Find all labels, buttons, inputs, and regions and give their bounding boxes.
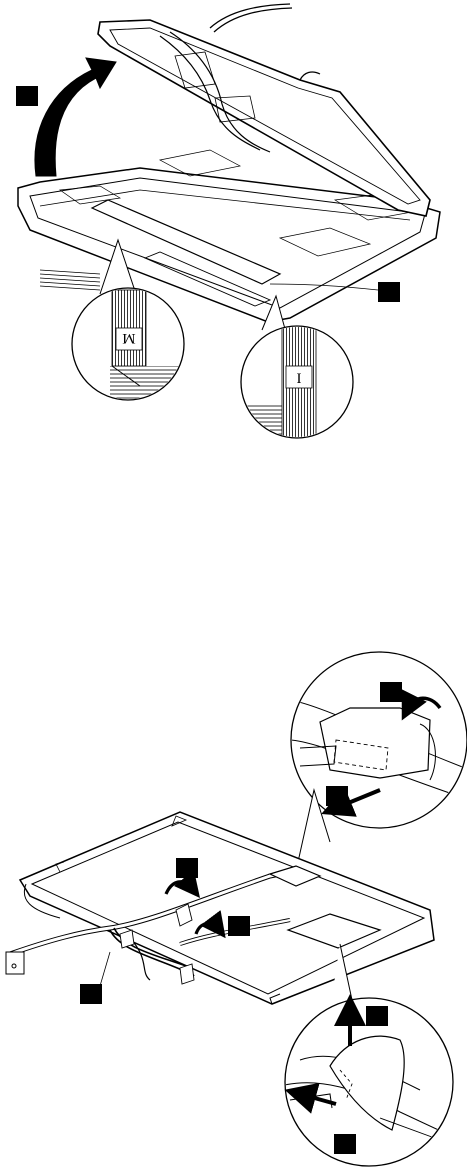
step-marker-g bbox=[334, 1134, 356, 1154]
step-marker-c bbox=[176, 858, 198, 878]
hanging-cable bbox=[40, 270, 100, 290]
callout-i-label: I bbox=[297, 371, 302, 387]
step-marker-2 bbox=[378, 282, 400, 302]
step-marker-f bbox=[366, 1006, 388, 1026]
figure-2 bbox=[6, 652, 467, 1170]
callout-lower bbox=[280, 998, 460, 1170]
step-marker-e bbox=[80, 984, 102, 1004]
step-marker-1 bbox=[16, 86, 38, 106]
lcd-panel-bottom bbox=[20, 812, 434, 1004]
lift-arrow bbox=[35, 58, 116, 176]
callout-m-label: M bbox=[122, 330, 135, 346]
step-marker-d bbox=[228, 916, 250, 936]
step-marker-a bbox=[380, 682, 402, 702]
figure-1: M I bbox=[16, 4, 440, 444]
callout-i: I bbox=[230, 296, 353, 444]
step-marker-b bbox=[326, 786, 348, 806]
